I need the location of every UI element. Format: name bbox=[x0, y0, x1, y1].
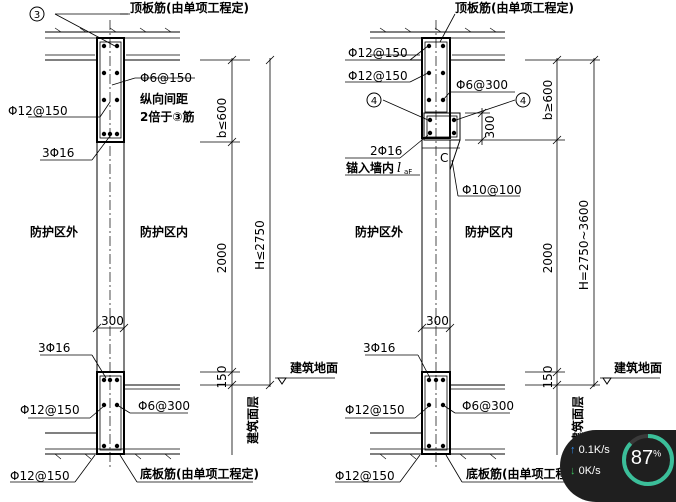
left-circle-mark: 3 bbox=[34, 10, 40, 21]
right-dim-150: 150 bbox=[541, 366, 555, 389]
usage-percent: 87% bbox=[624, 447, 668, 470]
usage-gauge-arc bbox=[622, 434, 674, 486]
left-dim-h: H≤2750 bbox=[253, 220, 267, 270]
left-dim-300: 300 bbox=[101, 314, 124, 328]
right-bottom-stirrup-label: Φ6@300 bbox=[462, 399, 514, 413]
left-zone-in: 防护区内 bbox=[140, 224, 188, 239]
upload-speed: 0.1 bbox=[578, 444, 594, 456]
right-zone-out: 防护区外 bbox=[355, 224, 403, 239]
left-bottom-corner-label: 3Φ16 bbox=[38, 341, 70, 355]
right-c-mark: C bbox=[440, 151, 448, 165]
right-bar-label-1: Φ12@150 bbox=[348, 46, 408, 60]
right-anchor-len: l bbox=[397, 161, 401, 176]
left-dim-2000: 2000 bbox=[215, 243, 229, 274]
upload-speed-row: ↑ 0.1K/s bbox=[570, 444, 610, 456]
usage-percent-unit: % bbox=[653, 448, 662, 459]
right-section-mark-b bbox=[515, 92, 531, 108]
left-detail: 3 顶板筋(由单项工程定) Φ6@150 纵向间距 2倍于③筋 Φ12@150 … bbox=[8, 0, 338, 483]
download-speed-row: ↓ 0K/s bbox=[570, 465, 601, 477]
right-floor-label: 建筑地面 bbox=[613, 360, 662, 375]
left-surface-label: 建筑面层 bbox=[245, 396, 260, 445]
right-anchor-text: 锚入墙内 bbox=[346, 160, 394, 175]
right-dimensions bbox=[417, 55, 660, 455]
right-dim-300b: 300 bbox=[426, 314, 449, 328]
upload-unit: K/s bbox=[593, 444, 610, 456]
left-dimensions bbox=[92, 55, 335, 455]
right-foot-bar-label: Φ12@150 bbox=[335, 469, 395, 483]
left-bottom-side-label: Φ12@150 bbox=[20, 403, 80, 417]
left-dim-150: 150 bbox=[215, 366, 229, 389]
right-bottom-slab-label: 底板筋(由单项工程定) bbox=[466, 466, 585, 481]
left-stirrup-label: Φ6@150 bbox=[140, 71, 192, 85]
left-bottom-stirrup-label: Φ6@300 bbox=[138, 399, 190, 413]
download-unit: K/s bbox=[584, 465, 601, 477]
right-section-mark-a bbox=[366, 92, 382, 108]
left-zone-out: 防护区外 bbox=[30, 224, 78, 239]
left-top-beam bbox=[96, 37, 125, 143]
right-stirrup-label: Φ6@300 bbox=[456, 78, 508, 92]
left-top-slab bbox=[45, 27, 180, 61]
left-side-bar-label: Φ12@150 bbox=[8, 104, 68, 118]
right-dim-b: b≥600 bbox=[541, 80, 555, 121]
download-arrow-icon: ↓ bbox=[570, 465, 576, 477]
right-tie-label: Φ10@100 bbox=[462, 183, 522, 197]
right-bar-label-2: Φ12@150 bbox=[348, 69, 408, 83]
right-circle-mark-a: 4 bbox=[371, 96, 377, 107]
right-bottom-side-label: Φ12@150 bbox=[345, 403, 405, 417]
left-dim-b: b≤600 bbox=[215, 98, 229, 139]
right-top-slab-label: 顶板筋(由单项工程定) bbox=[455, 0, 574, 15]
right-zone-in: 防护区内 bbox=[465, 224, 513, 239]
right-dim-2000: 2000 bbox=[541, 243, 555, 274]
usage-percent-value: 87 bbox=[630, 447, 654, 469]
left-dist-label-2: 2倍于③筋 bbox=[140, 109, 195, 124]
right-anchor-bar: 2Φ16 bbox=[370, 144, 402, 158]
right-dim-300: 300 bbox=[483, 116, 497, 139]
upload-arrow-icon: ↑ bbox=[570, 444, 576, 456]
right-dim-h: H=2750~3600 bbox=[577, 200, 591, 290]
left-section-mark bbox=[29, 6, 45, 22]
usage-gauge[interactable] bbox=[620, 432, 676, 488]
left-top-beam-bars bbox=[101, 43, 120, 137]
left-floor-label: 建筑地面 bbox=[289, 360, 338, 375]
right-anchor-sub: aF bbox=[404, 168, 412, 176]
left-corner-bar-label: 3Φ16 bbox=[42, 146, 74, 160]
left-bottom-beam bbox=[96, 371, 125, 455]
right-detail: 4 4 顶板筋(由单项工程定) Φ12@150 Φ12@150 Φ6@300 b… bbox=[335, 0, 662, 483]
right-circle-mark-b: 4 bbox=[520, 96, 526, 107]
right-bottom-corner-label: 3Φ16 bbox=[363, 341, 395, 355]
left-dist-label-1: 纵向间距 bbox=[140, 91, 188, 106]
download-speed: 0 bbox=[578, 465, 585, 477]
left-bottom-slab-label: 底板筋(由单项工程定) bbox=[140, 466, 259, 481]
left-foot-bar-label: Φ12@150 bbox=[10, 469, 70, 483]
left-top-slab-label: 顶板筋(由单项工程定) bbox=[130, 0, 249, 15]
right-haunch bbox=[423, 112, 461, 141]
